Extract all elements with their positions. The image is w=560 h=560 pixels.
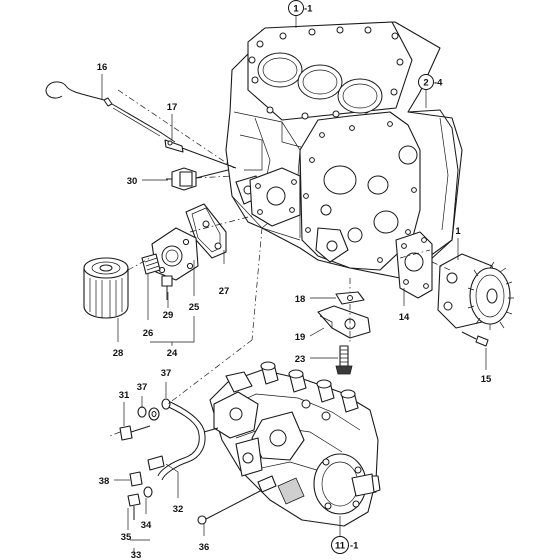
callout-2-4-suffix: -4 (434, 78, 443, 89)
washer-lower (143, 486, 153, 498)
label-part-19: 19 (295, 332, 306, 343)
label-part-18: 18 (295, 294, 306, 305)
callout-2-4-number: 2 (423, 78, 428, 89)
dipstick-guide (164, 139, 237, 169)
label-part-32: 32 (173, 504, 184, 515)
pipe-clamp (147, 455, 165, 471)
label-part-27: 27 (219, 286, 230, 297)
label-part-29: 29 (163, 310, 174, 321)
label-part-37-right: 37 (161, 368, 172, 379)
label-part-24: 24 (167, 348, 178, 359)
label-part-30: 30 (127, 176, 138, 187)
label-part-1: 1 (455, 226, 461, 237)
label-part-34: 34 (141, 520, 152, 531)
oil-filter-bracket (151, 227, 199, 281)
washer-37-right (161, 398, 171, 410)
oil-pump (437, 253, 514, 330)
banjo-bolt-upper (119, 425, 151, 441)
label-part-17: 17 (167, 102, 178, 113)
delivery-valve-holders (260, 361, 359, 413)
label-part-37-left: 37 (137, 382, 148, 393)
label-part-28: 28 (113, 348, 124, 359)
label-part-25: 25 (189, 302, 200, 313)
label-part-31: 31 (119, 390, 130, 401)
label-part-14: 14 (399, 312, 410, 323)
label-part-15: 15 (481, 374, 492, 385)
o-ring-gasket (335, 291, 365, 305)
bracket-plate (317, 305, 371, 339)
callout-11-1: 11 -1 (331, 536, 359, 554)
filter-nipple (141, 253, 161, 275)
label-part-36: 36 (199, 542, 210, 553)
bracket-bolt (161, 275, 173, 300)
oil-pressure-switch (166, 167, 229, 191)
oil-filter-cartridge (83, 257, 129, 319)
label-part-38: 38 (99, 476, 110, 487)
label-part-35: 35 (121, 532, 132, 543)
callout-1-1: 1 -1 (288, 0, 313, 16)
assembly-center-lines (109, 89, 451, 437)
leader-lines (101, 12, 487, 554)
callout-11-1-number: 11 (335, 541, 346, 552)
washer-upper-a (137, 406, 147, 418)
callout-1-1-number: 1 (293, 4, 299, 15)
callout-11-1-suffix: -1 (350, 541, 359, 552)
callout-1-1-suffix: -1 (304, 4, 313, 15)
fuel-injection-pump (209, 361, 381, 527)
washer-36 (197, 489, 263, 525)
banjo-bolt-lower (127, 493, 141, 520)
callout-2-4: 2 -4 (418, 74, 443, 90)
deck-bolt-holes (248, 26, 404, 120)
part-labels: 16 17 30 1 27 25 29 26 28 24 18 19 23 14… (97, 62, 492, 560)
joint-38 (129, 471, 143, 487)
label-part-16: 16 (97, 62, 108, 73)
label-part-23: 23 (295, 354, 306, 365)
stud-bolt (335, 345, 353, 375)
oil-pump-gasket (395, 231, 433, 299)
fuel-return-pipe (157, 399, 219, 481)
label-part-33: 33 (131, 550, 142, 560)
washer-upper-b (148, 407, 160, 421)
cylinder-block (225, 21, 463, 279)
cylinder-bores (257, 52, 383, 114)
dipstick (45, 81, 176, 143)
label-part-26: 26 (143, 328, 154, 339)
pump-bolt (461, 331, 489, 347)
